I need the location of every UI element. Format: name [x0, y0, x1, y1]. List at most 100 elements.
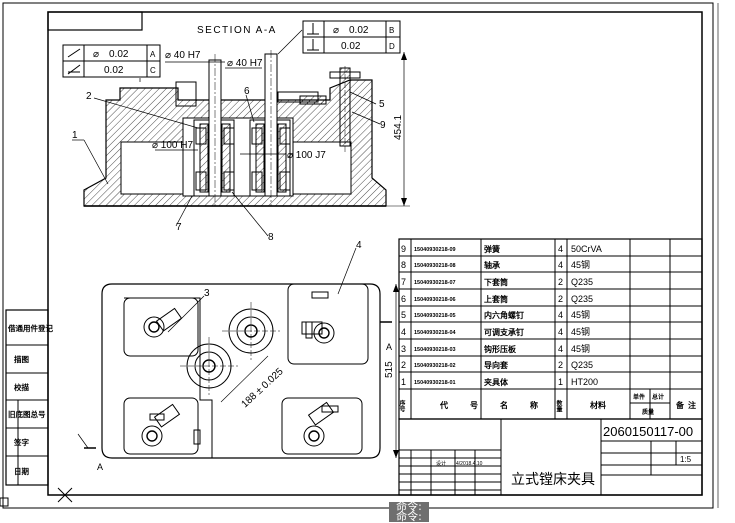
bom-row-code: 15040930218-05	[414, 313, 456, 319]
tol-right-value-2: 0.02	[341, 41, 361, 52]
bom-header-remark: 备注	[675, 400, 700, 410]
bom-row-name: 内六角螺钉	[484, 310, 524, 320]
bom-row-qty: 4	[558, 260, 563, 270]
callout-2: 2	[86, 91, 92, 102]
tol-left-datum-2: C	[150, 66, 156, 75]
bom-row-name: 钩形压板	[484, 344, 517, 354]
tol-left-value-1: 0.02	[109, 49, 129, 60]
command-line-2: 命令:	[396, 510, 422, 523]
tol-left-value-2: 0.02	[104, 65, 124, 76]
section-leaders	[72, 91, 381, 237]
drawing-signed: 4/2018.4.10	[456, 461, 483, 467]
bom-row-code: 15040930218-02	[414, 363, 456, 369]
tolerance-frame-left: ⌀ 0.02 A 0.02 C	[62, 44, 161, 78]
callout-7: 7	[176, 222, 182, 233]
plan-view	[77, 247, 399, 459]
bom-row-no: 4	[401, 327, 406, 337]
bom-row-no: 8	[401, 260, 406, 270]
bom-row-name: 上套筒	[484, 294, 508, 304]
bom-row-code: 15040930218-09	[414, 247, 456, 253]
crosshair-cursor-icon	[57, 487, 73, 503]
bom-row-name: 夹具体	[484, 377, 509, 387]
bom-row-material: 45钢	[571, 326, 590, 337]
bom-row-material: 45钢	[571, 259, 590, 270]
dim-height: 454.1	[393, 115, 404, 140]
tolerance-frame-right: ⌀ 0.02 B 0.02 D	[302, 20, 401, 54]
bom-row-code: 15040930218-06	[414, 297, 456, 303]
bom-row-code: 15040930218-07	[414, 280, 456, 286]
callout-6: 6	[244, 86, 250, 97]
tol-right-datum-1: B	[389, 26, 394, 35]
callout-9: 9	[380, 120, 386, 131]
dim-width: 515	[384, 361, 395, 378]
bom-header-total-mass: 总计	[652, 393, 664, 401]
drawing-scale: 1:5	[680, 455, 692, 464]
bom-row-material: 45钢	[571, 343, 590, 354]
tol-right-symbol: ⌀	[333, 25, 339, 36]
callout-4: 4	[356, 240, 362, 251]
bom-row-material: 45钢	[571, 309, 590, 320]
bom-row-name: 下套筒	[484, 277, 508, 287]
dim-distance: 188 ± 0.025	[240, 366, 286, 410]
side-label-4: 签字	[13, 437, 29, 447]
bom-header-name: 名称	[500, 400, 560, 410]
bom-row-material: HT200	[571, 377, 598, 387]
bom-row-qty: 2	[558, 360, 563, 370]
bom-row-code: 15040930218-03	[414, 347, 456, 353]
drawing-title: 立式镗床夹具	[511, 471, 595, 487]
bom-row-qty: 4	[558, 310, 563, 320]
bom-row-no: 7	[401, 277, 406, 287]
dim-bore-d: ⌀ 100 J7	[287, 150, 326, 161]
bom-row-name: 导向套	[484, 360, 509, 370]
side-label-5: 日期	[14, 466, 29, 476]
bom-row-name: 可调支承钉	[484, 327, 524, 337]
bom-row-qty: 4	[558, 327, 563, 337]
side-label-3: 旧底图总号	[8, 409, 46, 419]
bom-row-material: 50CrVA	[571, 244, 602, 254]
command-line-1: 命令:	[396, 500, 422, 513]
bom-row-no: 1	[401, 377, 406, 387]
bom-row-qty: 2	[558, 294, 563, 304]
ucs-icon	[0, 497, 9, 507]
side-registration-table: 借通用件登记 描图 校描 旧底图总号 签字 日期	[5, 309, 53, 486]
view-label-a-bottom: A	[97, 462, 103, 472]
bom-header-mass: 质量	[642, 408, 654, 416]
side-label-2: 校描	[14, 382, 29, 392]
bom-row-name: 轴承	[484, 260, 500, 270]
callout-8: 8	[268, 232, 274, 243]
bom-row-qty: 2	[558, 277, 563, 287]
bom-header-material: 材料	[590, 400, 606, 410]
bom-table	[398, 238, 703, 420]
dim-bore-a: ⌀ 40 H7	[165, 50, 201, 61]
bom-row-qty: 4	[558, 244, 563, 254]
bom-row-no: 5	[401, 310, 406, 320]
bom-row-material: Q235	[571, 277, 593, 287]
tol-right-datum-2: D	[389, 42, 395, 51]
bom-header-qty: 数量	[555, 399, 562, 413]
drawing-author: 设计	[436, 460, 446, 467]
bom-header-code: 代号	[439, 400, 500, 410]
bom-row-no: 6	[401, 294, 406, 304]
tol-right-value-1: 0.02	[349, 25, 369, 36]
bom-row-code: 15040930218-01	[414, 380, 456, 386]
bom-row-qty: 1	[558, 377, 563, 387]
command-line[interactable]: 命令: 命令:	[389, 500, 429, 523]
side-label-0: 借通用件登记	[7, 323, 53, 333]
bom-row-no: 3	[401, 344, 406, 354]
section-title: SECTION A-A	[197, 25, 277, 36]
bom-row-name: 弹簧	[484, 244, 500, 254]
bom-row-code: 15040930218-04	[414, 330, 457, 336]
tol-left-datum-1: A	[150, 50, 156, 59]
bom-header: 序号 代号 名称 数量 材料 单件 总计 质量 备注	[398, 393, 700, 416]
section-view	[83, 50, 410, 207]
bom-rows: 9 15040930218-09 弹簧 4 50CrVA 8 150409302…	[401, 244, 602, 387]
bom-header-no: 序号	[398, 399, 406, 413]
callout-1: 1	[72, 130, 78, 141]
bom-row-material: Q235	[571, 294, 593, 304]
bom-row-material: Q235	[571, 360, 593, 370]
bom-row-code: 15040930218-08	[414, 263, 456, 269]
bom-row-no: 9	[401, 244, 406, 254]
section-dimensions	[139, 29, 303, 155]
drawing-number: 2060150117-00	[603, 424, 693, 439]
